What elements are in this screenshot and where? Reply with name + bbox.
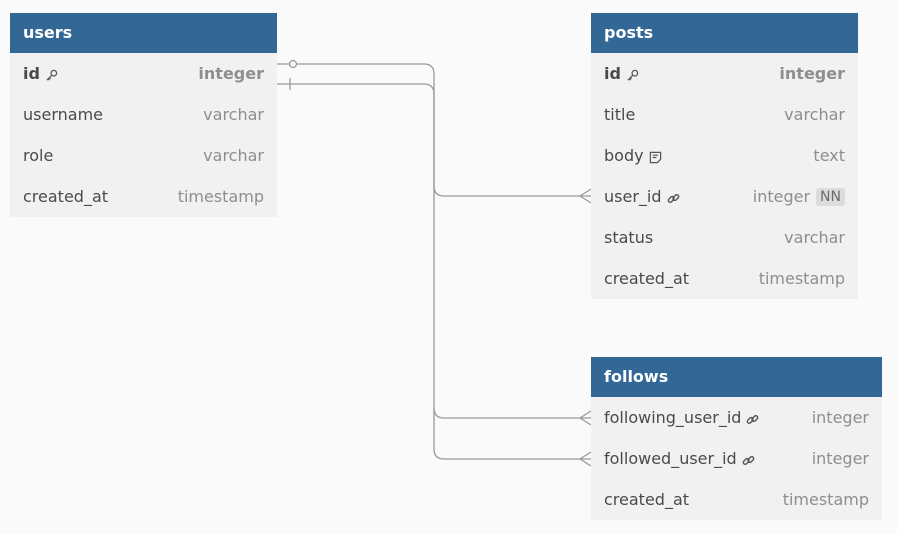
field-row-body[interactable]: body text — [591, 135, 858, 176]
field-name-label: user_id — [604, 187, 662, 206]
field-name-label: title — [604, 105, 636, 124]
field-row-created-at[interactable]: created_at timestamp — [10, 176, 277, 217]
field-name: title — [604, 105, 635, 124]
field-name-label: role — [23, 146, 54, 165]
field-type: varchar — [784, 228, 845, 247]
field-name-label: following_user_id — [604, 408, 742, 427]
follows-table-header[interactable]: follows — [591, 357, 882, 397]
field-row-created-at[interactable]: created_at timestamp — [591, 258, 858, 299]
field-name: username — [23, 105, 103, 124]
field-row-title[interactable]: title varchar — [591, 94, 858, 135]
field-name-label: status — [604, 228, 654, 247]
field-type-label: timestamp — [782, 490, 869, 509]
field-name-label: id — [23, 64, 40, 83]
note-icon[interactable] — [649, 149, 662, 164]
posts-table[interactable]: posts id integer title varchar body text user_… — [591, 13, 858, 299]
key-icon — [626, 67, 639, 81]
link-icon — [667, 190, 680, 203]
field-name-label: followed_user_id — [604, 449, 737, 468]
field-name: followed_user_id — [604, 449, 755, 468]
field-row-id[interactable]: id integer — [10, 53, 277, 94]
field-type: timestamp — [783, 490, 869, 509]
field-type-label: integer — [811, 408, 869, 427]
not-null-badge: NN — [816, 187, 845, 206]
field-type: varchar — [203, 146, 264, 165]
users-table-header[interactable]: users — [10, 13, 277, 53]
field-type-label: integer — [198, 64, 264, 83]
field-name: created_at — [23, 187, 108, 206]
field-type: text — [813, 146, 845, 165]
field-type-label: text — [813, 146, 845, 165]
field-type-label: varchar — [784, 105, 845, 124]
field-type: integer — [812, 449, 869, 468]
users-follows-connector — [277, 83, 591, 460]
field-name: body — [604, 146, 662, 165]
field-type: integer NN — [753, 187, 845, 206]
field-row-username[interactable]: username varchar — [10, 94, 277, 135]
field-type-label: integer — [779, 64, 845, 83]
field-type-label: integer — [811, 449, 869, 468]
field-type: varchar — [203, 105, 264, 124]
field-name: id — [604, 64, 639, 83]
posts-table-header[interactable]: posts — [591, 13, 858, 53]
link-icon — [746, 411, 759, 424]
field-name-label: created_at — [604, 269, 690, 288]
key-icon — [45, 67, 58, 81]
field-type: integer — [198, 64, 264, 83]
field-name-label: created_at — [604, 490, 690, 509]
field-type: varchar — [784, 105, 845, 124]
field-type-label: varchar — [784, 228, 845, 247]
field-name: following_user_id — [604, 408, 759, 427]
field-name: role — [23, 146, 53, 165]
field-name: status — [604, 228, 653, 247]
field-name: user_id — [604, 187, 680, 206]
field-name: created_at — [604, 490, 689, 509]
field-type: timestamp — [178, 187, 264, 206]
field-type-label: integer — [752, 187, 811, 206]
link-icon — [742, 452, 755, 465]
follows-following-branch — [433, 407, 591, 419]
field-row-id[interactable]: id integer — [591, 53, 858, 94]
field-row-following-user-id[interactable]: following_user_id integer — [591, 397, 882, 438]
field-row-status[interactable]: status varchar — [591, 217, 858, 258]
field-name: created_at — [604, 269, 689, 288]
field-name-label: username — [23, 105, 103, 124]
users-table[interactable]: users id integer username varchar role varcha… — [10, 13, 277, 217]
field-row-followed-user-id[interactable]: followed_user_id integer — [591, 438, 882, 479]
field-type: timestamp — [759, 269, 845, 288]
field-type-label: timestamp — [758, 269, 845, 288]
field-row-role[interactable]: role varchar — [10, 135, 277, 176]
field-type: integer — [779, 64, 845, 83]
field-name-label: created_at — [23, 187, 109, 206]
crowsfoot-posts-user-id — [578, 188, 592, 204]
field-type: integer — [812, 408, 869, 427]
field-name: id — [23, 64, 58, 83]
field-type-label: varchar — [203, 105, 264, 124]
field-row-user-id[interactable]: user_id integer NN — [591, 176, 858, 217]
zero-marker — [288, 59, 298, 69]
field-row-created-at[interactable]: created_at timestamp — [591, 479, 882, 520]
crowsfoot-follows-followed — [578, 451, 592, 467]
field-name-label: id — [604, 64, 621, 83]
crowsfoot-follows-following — [578, 410, 592, 426]
field-type-label: varchar — [203, 146, 264, 165]
field-type-label: timestamp — [177, 187, 264, 206]
field-name-label: body — [604, 146, 644, 165]
